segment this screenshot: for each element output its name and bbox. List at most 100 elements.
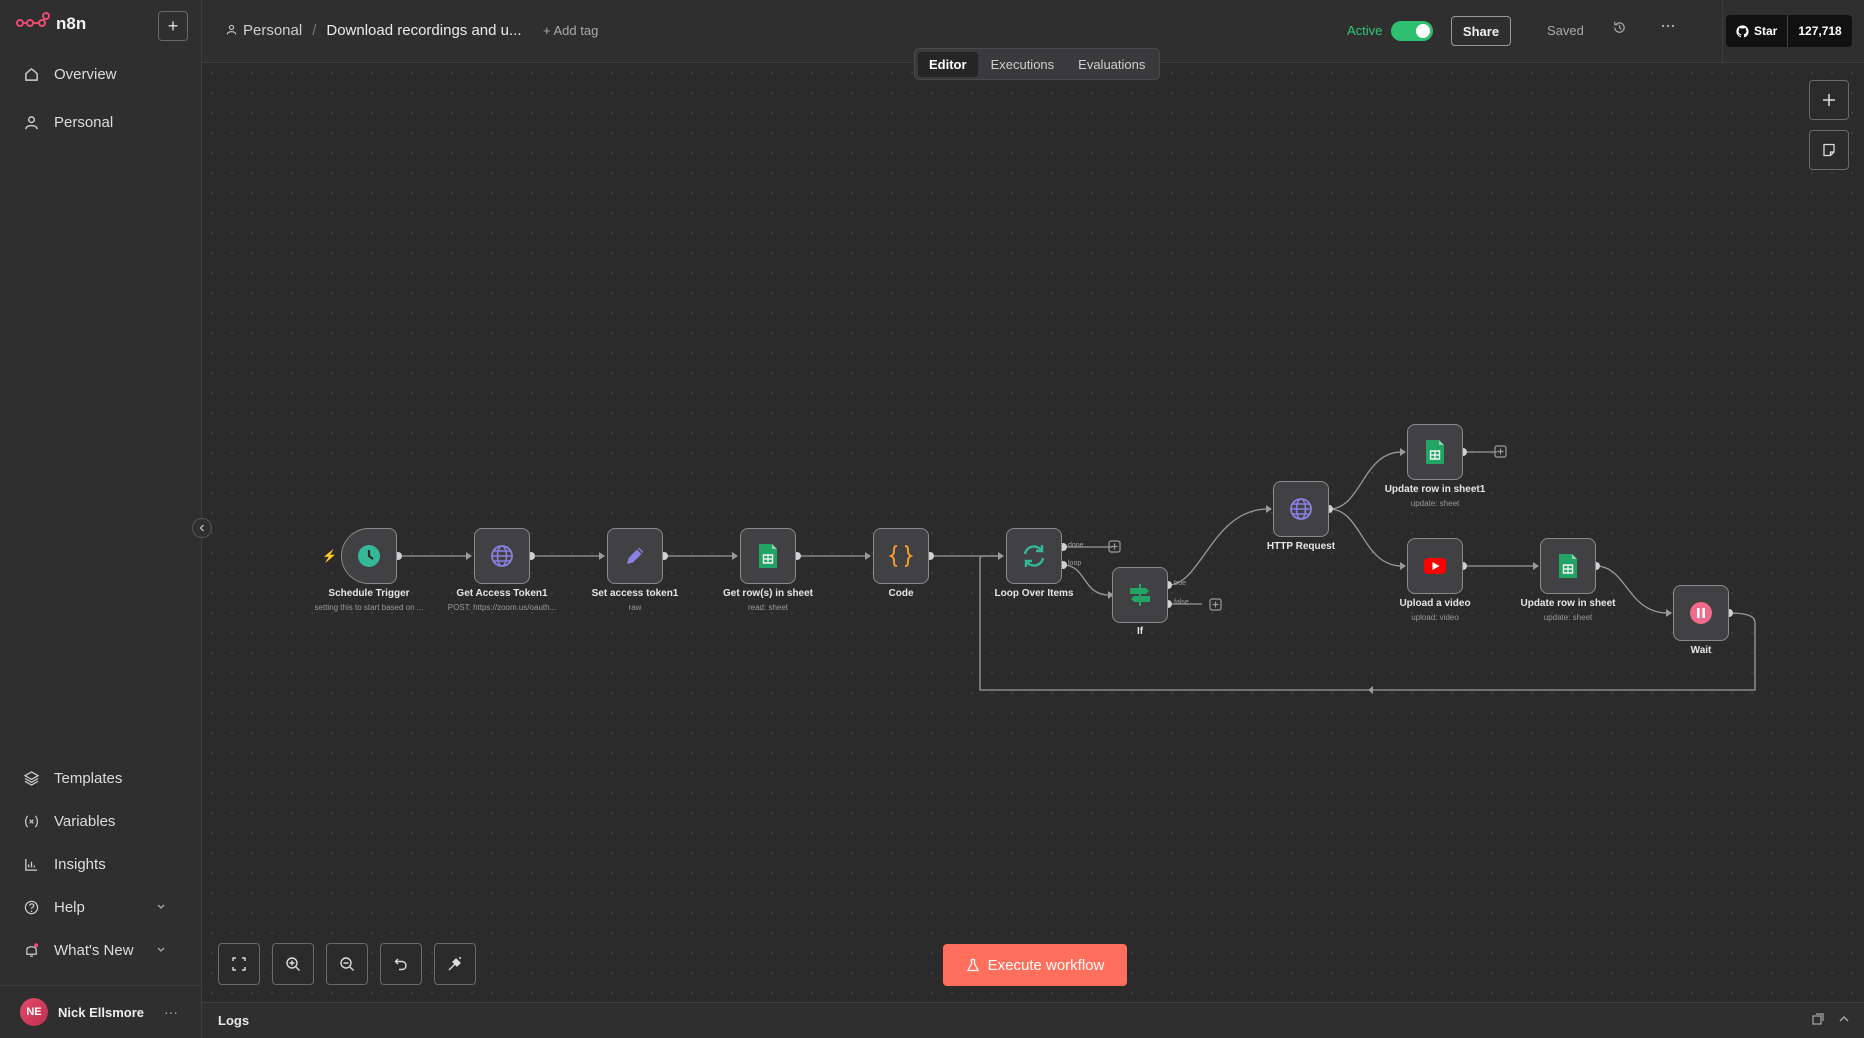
node-update-row-in-sheet[interactable] <box>1540 538 1596 594</box>
connection <box>1062 564 1110 596</box>
node-http-request[interactable] <box>1273 481 1329 537</box>
fit-view-button[interactable] <box>218 943 260 985</box>
node-loop-over-items[interactable] <box>1006 528 1062 584</box>
google-sheets-icon <box>759 544 777 568</box>
logs-label: Logs <box>218 1013 250 1028</box>
node-subtitle: setting this to start based on ... <box>314 603 424 612</box>
sidebar-item-whats-new[interactable]: What's New <box>22 938 165 962</box>
sidebar-item-insights[interactable]: Insights <box>22 852 106 876</box>
collapse-sidebar-button[interactable] <box>192 518 212 538</box>
node-wait[interactable] <box>1673 585 1729 641</box>
templates-icon <box>22 769 40 787</box>
node-code[interactable] <box>873 528 929 584</box>
node-subtitle: update: sheet <box>1410 499 1460 508</box>
fit-view-icon <box>232 957 246 971</box>
more-options-icon[interactable] <box>1660 18 1676 38</box>
node-get-rows-in-sheet[interactable] <box>740 528 796 584</box>
active-label: Active <box>1347 23 1383 38</box>
connection <box>1167 508 1269 586</box>
node-label: Loop Over Items <box>994 588 1074 599</box>
tab-editor[interactable]: Editor <box>918 51 978 77</box>
node-update-row-in-sheet1[interactable] <box>1407 424 1463 480</box>
connection <box>1328 508 1403 567</box>
sidebar-item-label: Personal <box>54 113 114 131</box>
variables-icon <box>22 812 40 830</box>
user-menu[interactable]: NE Nick Ellsmore ··· <box>0 985 202 1038</box>
tab-evaluations[interactable]: Evaluations <box>1078 56 1146 72</box>
plus-icon <box>1823 94 1835 106</box>
wand-icon <box>448 957 461 971</box>
node-label: Update row in sheet1 <box>1384 484 1486 495</box>
google-sheets-icon <box>1426 440 1444 464</box>
trigger-bolt-icon: ⚡ <box>322 549 337 563</box>
sidebar-item-label: Variables <box>54 812 116 830</box>
pop-out-icon[interactable] <box>1812 1013 1824 1028</box>
sidebar-item-variables[interactable]: Variables <box>22 809 115 833</box>
tidy-up-button[interactable] <box>434 943 476 985</box>
node-upload-a-video[interactable] <box>1407 538 1463 594</box>
sidebar-item-templates[interactable]: Templates <box>22 766 122 790</box>
sidebar-item-label: Overview <box>54 65 117 83</box>
zoom-in-button[interactable] <box>272 943 314 985</box>
chevron-down-icon[interactable] <box>156 942 166 959</box>
sidebar: n8n + Overview Personal Templates Variab… <box>0 0 202 1038</box>
add-node-button[interactable] <box>1809 80 1849 120</box>
google-sheets-icon <box>1559 554 1577 578</box>
sidebar-item-overview[interactable]: Overview <box>22 62 117 86</box>
globe-icon <box>491 545 513 567</box>
globe-icon <box>1290 498 1312 520</box>
saved-status: Saved <box>1547 23 1584 38</box>
node-subtitle: raw <box>628 603 642 612</box>
node-get-access-token1[interactable] <box>474 528 530 584</box>
chevron-up-icon[interactable] <box>1838 1013 1850 1028</box>
execute-workflow-button[interactable]: Execute workflow <box>943 944 1127 986</box>
breadcrumb-project[interactable]: Personal <box>243 22 303 39</box>
sidebar-item-personal[interactable]: Personal <box>22 110 113 134</box>
github-icon <box>1736 24 1749 37</box>
logo[interactable]: n8n <box>16 12 86 35</box>
github-star-button[interactable]: Star 127,718 <box>1726 15 1852 47</box>
add-sticky-note-button[interactable] <box>1809 130 1849 170</box>
active-toggle[interactable] <box>1391 21 1433 41</box>
undo-button[interactable] <box>380 943 422 985</box>
history-icon[interactable] <box>1612 20 1627 39</box>
user-icon <box>226 22 237 39</box>
node-subtitle: POST: https://zoom.us/oauth... <box>447 603 557 612</box>
logs-panel[interactable]: Logs <box>202 1002 1864 1038</box>
breadcrumb-separator: / <box>312 22 317 39</box>
sidebar-item-label: Help <box>54 898 85 916</box>
execute-label: Execute workflow <box>987 956 1105 974</box>
pencil-icon <box>627 547 644 564</box>
add-tag-button[interactable]: + Add tag <box>543 23 599 38</box>
clock-icon <box>358 545 380 567</box>
zoom-out-button[interactable] <box>326 943 368 985</box>
workflow-canvas[interactable]: ⚡ Schedule Trigger setting this to start… <box>202 63 1864 1002</box>
github-star[interactable]: Star <box>1726 15 1789 47</box>
bell-icon <box>22 941 40 959</box>
zoom-out-icon <box>340 957 354 971</box>
node-subtitle: read: sheet <box>747 603 789 612</box>
node-label: Code <box>888 588 914 599</box>
node-if[interactable] <box>1112 567 1168 623</box>
node-schedule-trigger[interactable] <box>341 528 397 584</box>
tab-executions[interactable]: Executions <box>990 56 1055 72</box>
youtube-icon <box>1424 558 1446 574</box>
node-label: Update row in sheet <box>1520 598 1616 609</box>
signpost-icon <box>1130 584 1150 606</box>
chevron-left-icon <box>199 524 204 532</box>
sidebar-item-help[interactable]: Help <box>22 895 165 919</box>
undo-icon <box>394 958 407 971</box>
node-label: If <box>1136 626 1144 637</box>
node-label: Get row(s) in sheet <box>722 588 813 599</box>
node-label: HTTP Request <box>1266 541 1336 552</box>
more-icon[interactable]: ··· <box>164 1004 178 1020</box>
node-label: Get Access Token1 <box>456 588 548 599</box>
port-label-loop: loop <box>1068 560 1082 567</box>
chevron-down-icon[interactable] <box>156 899 166 916</box>
user-name: Nick Ellsmore <box>58 1004 144 1020</box>
create-new-button[interactable]: + <box>158 11 188 41</box>
workflow-title[interactable]: Download recordings and u... <box>326 22 522 39</box>
loop-icon <box>1023 545 1045 567</box>
node-set-access-token1[interactable] <box>607 528 663 584</box>
share-button[interactable]: Share <box>1451 16 1511 46</box>
